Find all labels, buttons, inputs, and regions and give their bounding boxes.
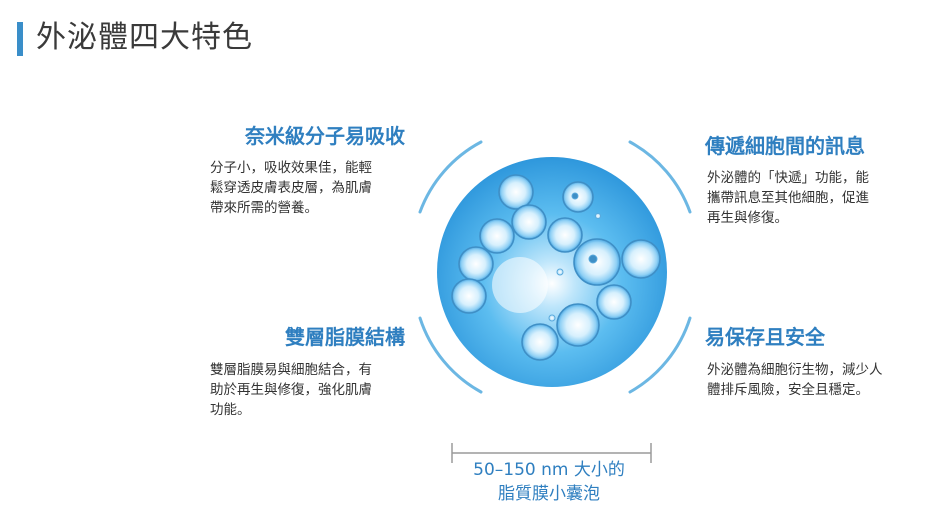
feature-desc-line: 外泌體的「快遞」功能，能 [707,170,869,186]
feature-title-bilayer-membrane: 雙層脂膜結構 [285,325,405,349]
feature-desc-line: 體排斥風險，安全且穩定。 [707,382,869,398]
feature-title-cell-messaging: 傳遞細胞間的訊息 [705,134,865,158]
arc-bottom-left [418,316,483,394]
vesicle [479,218,515,254]
feature-desc-line: 外泌體為細胞衍生物，減少人 [707,362,883,378]
page-title: 外泌體四大特色 [36,20,253,55]
feature-desc-line: 再生與修復。 [707,210,788,226]
vesicle [458,246,494,282]
feature-desc-line: 功能。 [210,402,251,418]
feature-desc-nano-absorption: 分子小，吸收效果佳，能輕 鬆穿透皮膚表皮層，為肌膚 帶來所需的營養。 [210,158,410,218]
vesicle [573,238,621,286]
title-accent-bar [17,22,23,56]
particle [595,213,601,219]
vesicle [556,303,600,347]
size-label-line2: 脂質膜小囊泡 [498,484,600,504]
feature-desc-line: 助於再生與修復，強化肌膚 [210,382,372,398]
vesicle [521,323,559,361]
feature-desc-cell-messaging: 外泌體的「快遞」功能，能 攜帶訊息至其他細胞，促進 再生與修復。 [707,168,912,228]
scale-bar [451,443,652,463]
feature-desc-line: 分子小，吸收效果佳，能輕 [210,160,372,176]
vesicle [451,278,487,314]
bracket-arcs [418,140,692,394]
size-label-line1: 50–150 nm 大小的 [473,460,625,480]
feature-desc-line: 帶來所需的營養。 [210,200,318,216]
feature-desc-line: 鬆穿透皮膚表皮層，為肌膚 [210,180,372,196]
size-label: 50–150 nm 大小的 脂質膜小囊泡 [440,458,658,506]
vesicles [451,174,661,361]
feature-desc-safe-storage: 外泌體為細胞衍生物，減少人 體排斥風險，安全且穩定。 [707,360,922,400]
vesicle [596,284,632,320]
arc-top-left [418,140,483,214]
particle [556,268,564,276]
feature-desc-bilayer-membrane: 雙層脂膜易與細胞結合，有 助於再生與修復，強化肌膚 功能。 [210,360,410,420]
exosome-sphere [437,157,667,387]
arc-bottom-right [628,316,692,394]
particle [548,314,556,322]
particle [588,254,598,264]
feature-desc-line: 攜帶訊息至其他細胞，促進 [707,190,869,206]
sphere-glow [492,257,548,313]
vesicle [621,239,661,279]
feature-title-nano-absorption: 奈米級分子易吸收 [245,124,405,148]
vesicle [498,174,534,210]
particle [571,192,579,200]
vesicle [547,217,583,253]
feature-title-safe-storage: 易保存且安全 [705,325,825,349]
feature-desc-line: 雙層脂膜易與細胞結合，有 [210,362,372,378]
particles [548,192,601,322]
vesicle [511,204,547,240]
arc-top-right [628,140,692,214]
